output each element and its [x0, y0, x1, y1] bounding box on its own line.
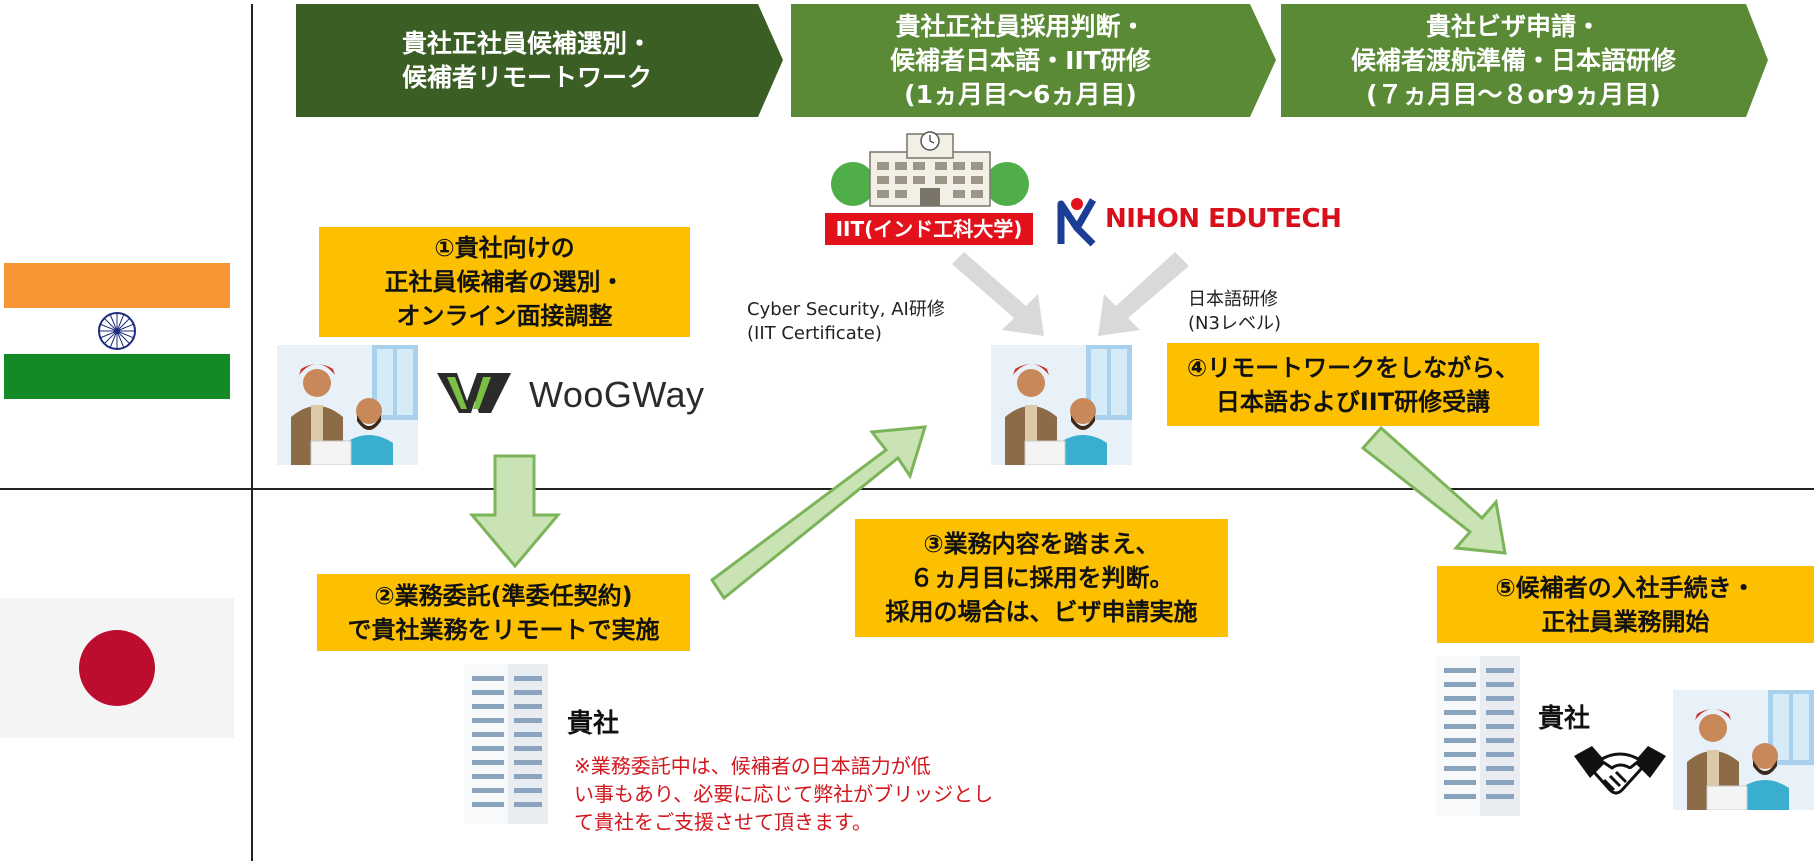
woogway-mark-icon [437, 373, 511, 413]
phase-chevrons [296, 4, 1768, 117]
phase-3-label: 貴社ビザ申請・候補者渡航準備・日本語研修(７ヵ月目～８or9ヵ月目) [1350, 11, 1676, 109]
phase-2-label: 貴社正社員採用判断・候補者日本語・IIT研修(1ヵ月目～6ヵ月目) [890, 11, 1151, 109]
phase-1-label: 貴社正社員候補選別・候補者リモートワーク [401, 28, 652, 92]
japanese-training-arrow [1098, 252, 1189, 336]
india-flag [4, 263, 230, 399]
iit-building-icon [831, 131, 1029, 207]
phase-2-chevron [791, 4, 1276, 117]
step-2-box: ②業務委託(準委任契約)で貴社業務をリモートで実施 [317, 574, 690, 651]
horizontal-divider [0, 488, 1814, 490]
japan-flag [0, 598, 234, 738]
nihon-edutech-logo: NIHON EDUTECH [1105, 204, 1342, 234]
office-building-icon-left [464, 664, 548, 824]
phase-3-chevron [1281, 4, 1768, 117]
down-arrow-step1-to-step2 [468, 454, 562, 569]
office-building-icon-right [1436, 656, 1520, 816]
nihon-edutech-mark-icon [1057, 198, 1097, 247]
step-1-box: ①貴社向けの正社員候補者の選別・オンライン面接調整 [319, 227, 690, 337]
candidates-photo-training [991, 345, 1132, 465]
step-5-box: ⑤候補者の入社手続き・正社員業務開始 [1437, 566, 1814, 643]
step-4-box: ④リモートワークをしながら、日本語およびIIT研修受講 [1167, 343, 1539, 426]
japanese-training-label: 日本語研修(N3レベル) [1188, 289, 1281, 334]
vertical-divider [251, 4, 253, 861]
iit-label: IIT(インド工科大学) [825, 213, 1033, 245]
phase-1-chevron [296, 4, 783, 117]
training-arrows [950, 252, 1189, 336]
woogway-logo: WooGWay [529, 374, 705, 415]
handshake-icon [1574, 746, 1666, 795]
company-label-right: 貴社 [1538, 704, 1591, 734]
candidates-photo-japan [1673, 690, 1814, 810]
step-3-box: ③業務内容を踏まえ、６ヵ月目に採用を判断。採用の場合は、ビザ申請実施 [855, 519, 1228, 637]
down-arrow-step4-to-step5 [1360, 425, 1507, 555]
up-arrow-step2-to-step4 [709, 425, 928, 601]
rising-sun-icon [79, 630, 155, 706]
bridge-support-note: ※業務委託中は、候補者の日本語力が低い事もあり、必要に応じて弊社がブリッジとして… [574, 754, 994, 834]
iit-training-arrow [950, 252, 1044, 336]
candidates-photo-india [277, 345, 418, 465]
cyber-security-label: Cyber Security, AI研修(IIT Certificate) [747, 299, 945, 344]
company-label-left: 貴社 [567, 709, 620, 739]
